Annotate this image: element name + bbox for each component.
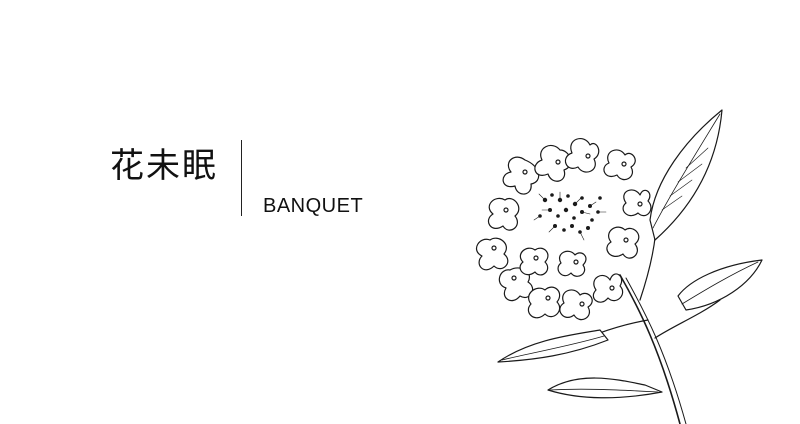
brand-english-name: BANQUET xyxy=(263,195,364,217)
brand-chinese-name: 花未眠 xyxy=(110,146,218,186)
hydrangea-illustration-icon xyxy=(450,100,780,424)
brand-lockup: 花未眠 BANQUET xyxy=(110,140,410,220)
brand-divider xyxy=(241,140,242,216)
